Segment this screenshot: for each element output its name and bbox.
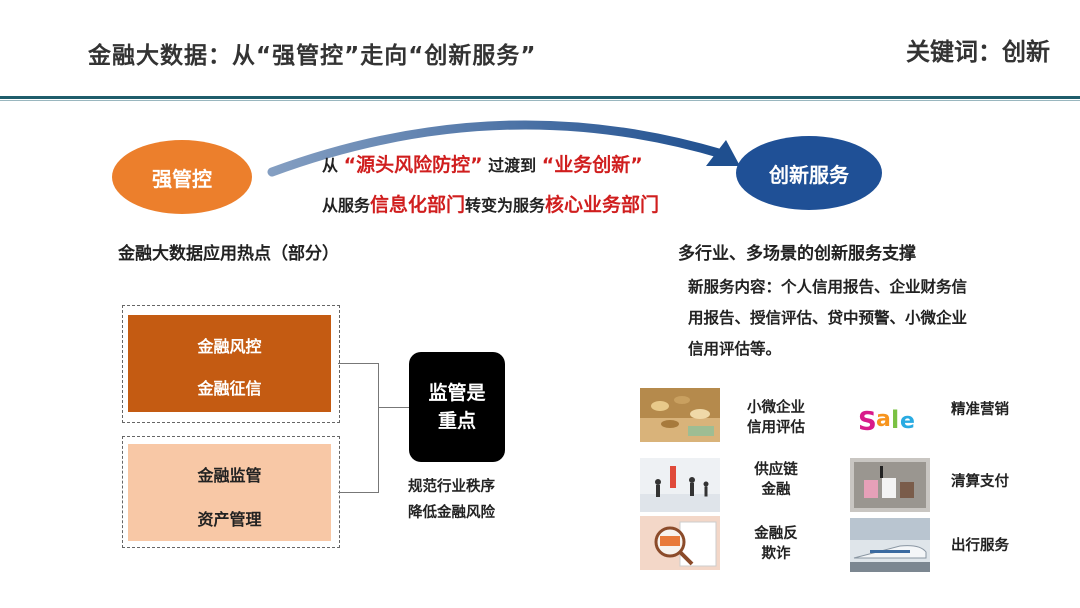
line2-highlight-2: 核心业务部门	[545, 194, 660, 216]
line1-mid: 过渡到	[488, 156, 537, 175]
focus-label-line-1: 监管是	[428, 382, 486, 404]
connector-to-focus	[378, 407, 409, 408]
tile-label-anti-fraud: 金融反 欺诈	[736, 524, 816, 564]
svg-text:S: S	[858, 407, 877, 437]
note-2: 降低金融风险	[408, 505, 495, 521]
tile-label-precision-marketing: 精准营销	[951, 402, 1009, 418]
box2-item-1: 金融监管	[197, 466, 262, 485]
connector-vertical	[378, 363, 379, 493]
connector-top	[338, 363, 378, 364]
tile-5-line-2: 欺诈	[761, 546, 791, 562]
line1-prefix: 从	[322, 156, 339, 175]
innovation-service-ellipse: 创新服务	[736, 136, 882, 210]
svg-text:a: a	[876, 407, 891, 432]
right-section-heading: 多行业、多场景的创新服务支撑	[678, 244, 916, 264]
focus-notes: 规范行业秩序 降低金融风险	[408, 474, 495, 526]
connector-bottom	[338, 492, 378, 493]
strong-control-ellipse: 强管控	[112, 140, 252, 214]
magnifier-risk-image-icon	[640, 516, 720, 570]
focus-label-line-2: 重点	[437, 410, 476, 432]
tile-label-supply-chain: 供应链 金融	[736, 460, 816, 500]
left-section-heading: 金融大数据应用热点（部分）	[118, 244, 339, 264]
shopping-bags-image-icon	[850, 458, 930, 512]
tile-1-line-2: 信用评估	[747, 420, 805, 436]
tile-3-line-1: 供应链	[754, 462, 798, 478]
train-image-icon	[850, 518, 930, 572]
svg-text:e: e	[900, 409, 915, 434]
note-1: 规范行业秩序	[408, 479, 495, 495]
service-description: 新服务内容：个人信用报告、企业财务信用报告、授信评估、贷中预警、小微企业信用评估…	[688, 272, 974, 365]
header-divider	[0, 96, 1080, 99]
line2-prefix: 从服务	[322, 196, 371, 215]
box1-item-2: 金融征信	[197, 379, 262, 398]
arc-arrow-icon	[267, 120, 740, 177]
service-description-text: 个人信用报告、企业财务信用报告、授信评估、贷中预警、小微企业信用评估等。	[688, 278, 968, 358]
focus-box: 监管是 重点	[409, 352, 505, 462]
tile-5-line-1: 金融反	[754, 526, 798, 542]
page-title: 金融大数据：从“强管控”走向“创新服务”	[88, 43, 537, 69]
line1-highlight-2: “业务创新”	[541, 154, 643, 176]
header-divider-thin	[0, 100, 1080, 101]
tile-label-travel-service: 出行服务	[951, 538, 1009, 554]
regulation-asset-box: 金融监管 资产管理	[128, 444, 331, 541]
innovation-service-label: 创新服务	[769, 162, 849, 187]
line2-mid: 转变为服务	[465, 196, 546, 215]
line2-highlight-1: 信息化部门	[370, 194, 466, 216]
keyword-label: 关键词：创新	[906, 38, 1050, 66]
box2-item-2: 资产管理	[197, 510, 262, 529]
service-description-label: 新服务内容：	[688, 278, 782, 296]
transition-line-2: 从服务信息化部门转变为服务核心业务部门	[322, 190, 659, 217]
tile-1-line-1: 小微企业	[747, 400, 805, 416]
tile-label-sme-credit: 小微企业 信用评估	[736, 398, 816, 438]
risk-credit-box: 金融风控 金融征信	[128, 315, 331, 412]
coins-image-icon	[640, 388, 720, 442]
line1-highlight-1: “源头风险防控”	[343, 154, 483, 176]
risk-credit-dashed-frame	[122, 305, 340, 423]
sale-image-icon: S a l e	[850, 390, 930, 444]
tile-label-clearing-payment: 清算支付	[951, 474, 1009, 490]
tile-3-line-2: 金融	[761, 482, 791, 498]
business-people-image-icon	[640, 458, 720, 512]
box1-item-1: 金融风控	[197, 337, 262, 356]
strong-control-label: 强管控	[152, 166, 212, 191]
transition-line-1: 从 “源头风险防控” 过渡到 “业务创新”	[322, 150, 643, 177]
svg-text:l: l	[891, 406, 899, 434]
